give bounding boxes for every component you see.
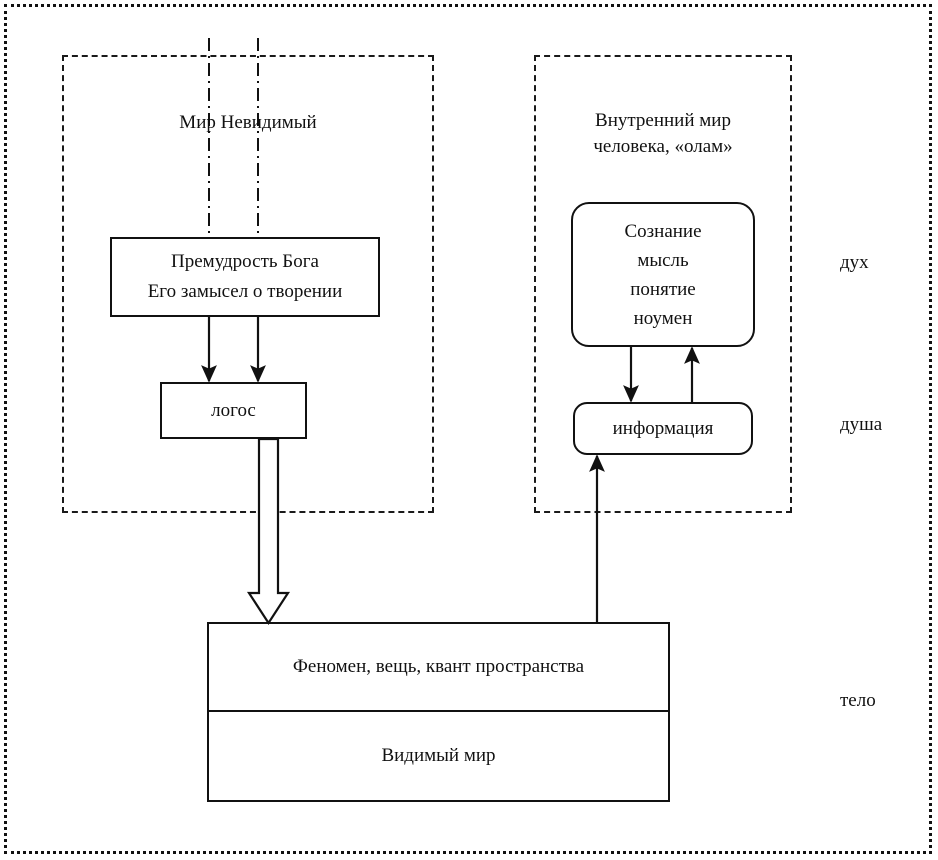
node-logos-label: логос	[211, 399, 256, 421]
node-phenomenon-label: Феномен, вещь, квант пространства	[292, 656, 585, 677]
node-consciousness-line-2: мысль	[637, 249, 689, 271]
node-consciousness-line-1: Сознание	[624, 220, 702, 242]
panel-inner-world-title: Внутренний мир человека, «олам»	[593, 110, 733, 157]
node-consciousness-line-4: ноумен	[633, 307, 693, 329]
side-label-spirit: дух	[840, 252, 869, 273]
side-label-body: тело	[840, 690, 876, 711]
panel-invisible-world-title: Мир Невидимый	[179, 112, 317, 133]
node-visible-world-stack[interactable]: Феномен, вещь, квант пространства Видимы…	[207, 622, 670, 802]
outer-dotted-frame	[4, 4, 932, 854]
node-information[interactable]: информация	[573, 402, 753, 455]
node-logos[interactable]: логос	[160, 382, 307, 439]
node-phenomenon[interactable]: Феномен, вещь, квант пространства	[209, 624, 668, 712]
node-wisdom-of-god[interactable]: Премудрость Бога Его замысел о творении	[110, 237, 380, 317]
node-consciousness[interactable]: Сознание мысль понятие ноумен	[571, 202, 755, 347]
node-consciousness-line-3: понятие	[630, 278, 696, 300]
node-visible-world-label: Видимый мир	[381, 745, 496, 766]
node-wisdom-line-1: Премудрость Бога	[171, 251, 319, 272]
side-label-soul: душа	[840, 414, 883, 435]
node-information-label: информация	[612, 417, 714, 439]
node-visible-world[interactable]: Видимый мир	[209, 712, 668, 800]
node-wisdom-line-2: Его замысел о творении	[147, 281, 343, 302]
panel-inner-world	[534, 55, 792, 513]
